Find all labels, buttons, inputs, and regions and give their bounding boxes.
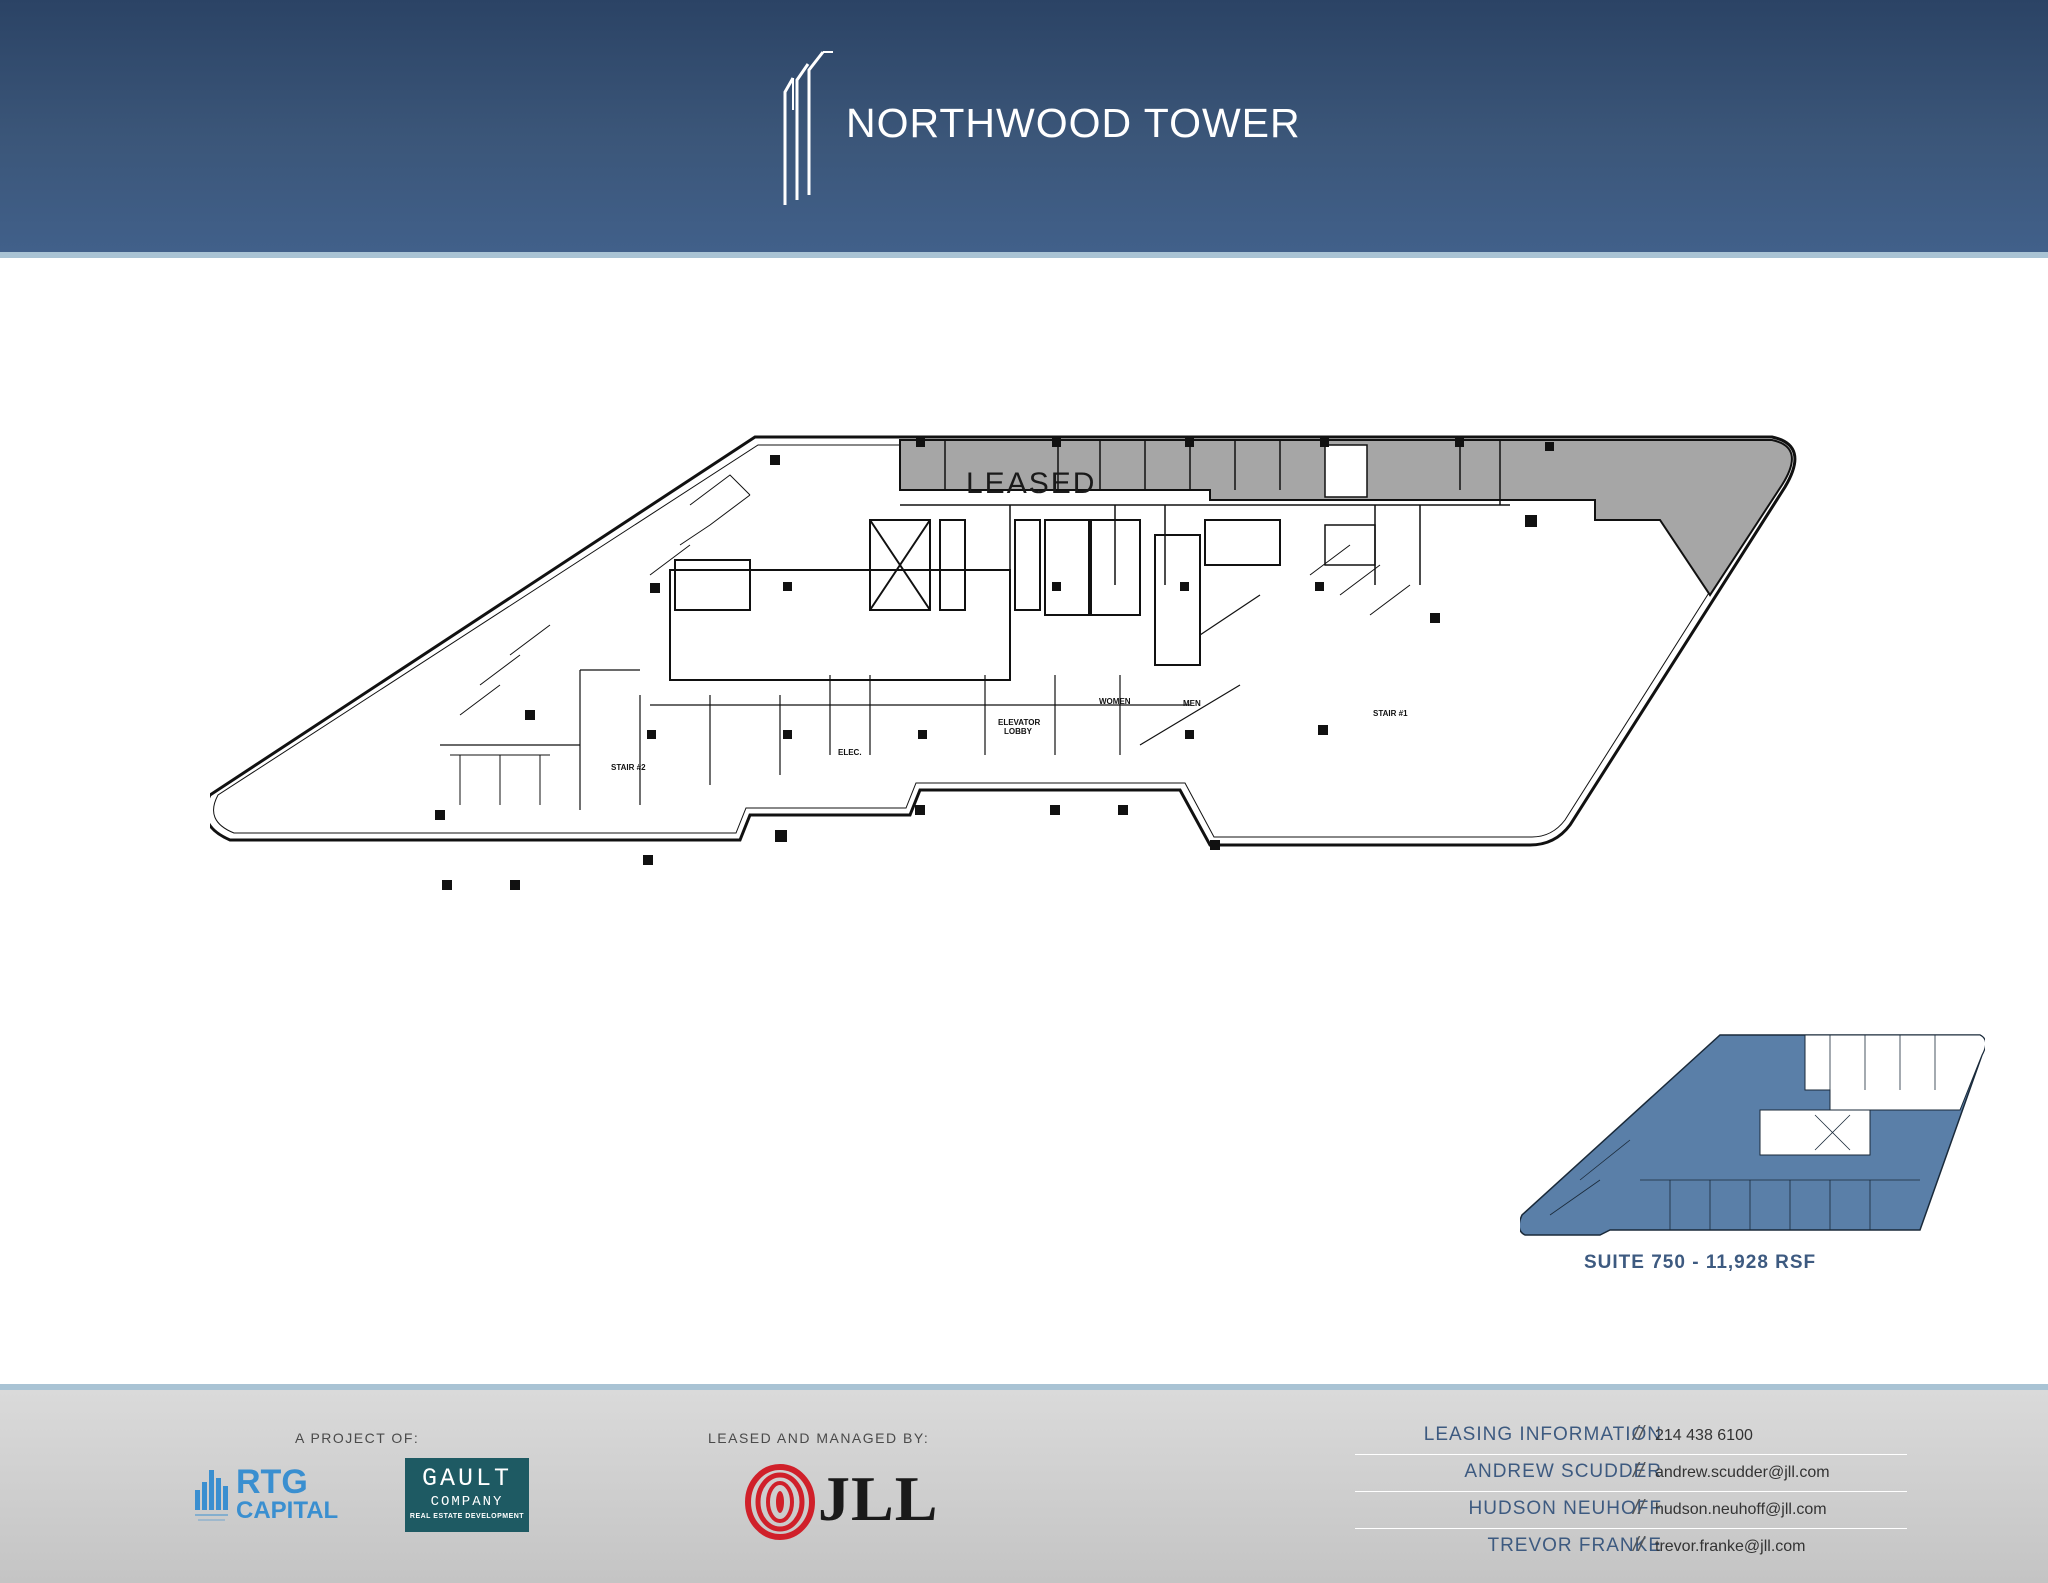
contact-separator: // [1633,1497,1645,1519]
jll-logo-icon [745,1464,815,1540]
men-restroom-label: MEN [1183,699,1201,708]
project-of-label: A PROJECT OF: [295,1430,420,1446]
contact-list: LEASING INFORMATION // 214 438 6100 ANDR… [1355,1418,1907,1565]
contact-name: LEASING INFORMATION [1423,1424,1662,1445]
contact-phone[interactable]: 214 438 6100 [1655,1427,1753,1444]
contact-name: TREVOR FRANKE [1487,1535,1662,1556]
leased-label: LEASED [966,467,1097,500]
leased-area [899,439,1793,597]
contact-email[interactable]: andrew.scudder@jll.com [1655,1464,1830,1481]
floor-plan [210,435,1797,890]
header-divider [0,252,2048,258]
footer-divider [0,1384,2048,1390]
contact-row: LEASING INFORMATION // 214 438 6100 [1355,1418,1907,1455]
gault-logo-line1: GAULT [421,1464,512,1493]
leased-by-label: LEASED AND MANAGED BY: [708,1430,930,1446]
tower-logo-icon [783,51,833,205]
women-restroom-label: WOMEN [1099,697,1131,706]
contact-name: ANDREW SCUDDER [1464,1461,1662,1482]
contact-separator: // [1633,1460,1645,1482]
footer [0,1390,2048,1583]
gault-logo-line2: COMPANY [430,1494,504,1510]
elec-label: ELEC. [838,748,862,757]
jll-logo-text: JLL [818,1463,939,1534]
contact-row: HUDSON NEUHOFF // hudson.neuhoff@jll.com [1355,1492,1907,1529]
structural-columns [435,438,1554,890]
contact-row: TREVOR FRANKE // trevor.franke@jll.com [1355,1529,1907,1565]
page-title: NORTHWOOD TOWER [846,100,1301,146]
contact-separator: // [1633,1534,1645,1556]
contact-email[interactable]: hudson.neuhoff@jll.com [1655,1501,1827,1518]
rtg-logo-subtext: CAPITAL [236,1497,339,1524]
elevator-lobby-label: ELEVATOR LOBBY [998,718,1041,736]
key-plan [1520,1034,1985,1236]
header-banner: NORTHWOOD TOWER [0,0,2048,252]
rtg-logo-text: RTG [236,1463,308,1501]
stair-1-label: STAIR #1 [1373,709,1408,718]
suite-caption: SUITE 750 - 11,928 RSF [1584,1252,1817,1273]
contact-name: HUDSON NEUHOFF [1468,1498,1662,1519]
contact-row: ANDREW SCUDDER // andrew.scudder@jll.com [1355,1455,1907,1492]
gault-logo-line3: REAL ESTATE DEVELOPMENT [409,1513,525,1520]
building-outline [210,435,1797,847]
rtg-skyline-icon [195,1470,228,1521]
gault-company-logo: GAULT COMPANY REAL ESTATE DEVELOPMENT [405,1458,529,1532]
stair-2-label: STAIR #2 [611,763,646,772]
contact-separator: // [1633,1423,1645,1445]
contact-email[interactable]: trevor.franke@jll.com [1655,1538,1806,1555]
